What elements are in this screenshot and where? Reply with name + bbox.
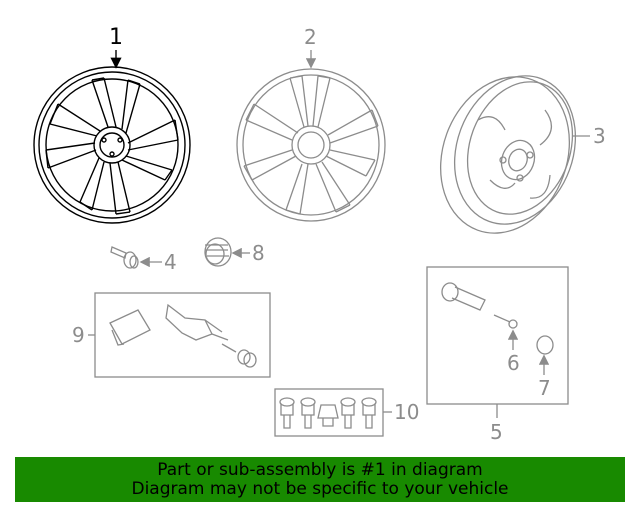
callout-9[interactable]: 9 bbox=[72, 323, 85, 347]
callout-5[interactable]: 5 bbox=[490, 420, 503, 444]
spare-wheel-part-3[interactable] bbox=[419, 59, 595, 252]
tpms-sensor-box-part-9[interactable] bbox=[94, 292, 271, 378]
callout-8[interactable]: 8 bbox=[252, 241, 265, 265]
lock-bolt-box-part-10[interactable] bbox=[274, 388, 384, 437]
callout-1[interactable]: 1 bbox=[109, 25, 123, 50]
callout-10[interactable]: 10 bbox=[394, 400, 420, 424]
wheel-part-2[interactable] bbox=[236, 68, 386, 222]
callout-4[interactable]: 4 bbox=[164, 250, 177, 274]
center-cap-part-8[interactable] bbox=[204, 237, 232, 267]
callout-6[interactable]: 6 bbox=[507, 351, 520, 375]
wheel-part-1[interactable] bbox=[33, 66, 191, 224]
lug-bolt-part-4[interactable] bbox=[110, 246, 139, 269]
banner-line-2: Diagram may not be specific to your vehi… bbox=[131, 478, 509, 499]
parts-diagram bbox=[33, 50, 595, 437]
callout-2[interactable]: 2 bbox=[304, 25, 317, 49]
callout-3[interactable]: 3 bbox=[593, 124, 606, 148]
banner-line-1: Part or sub-assembly is #1 in diagram bbox=[157, 459, 483, 480]
callout-7[interactable]: 7 bbox=[538, 376, 551, 400]
notice-banner: Part or sub-assembly is #1 in diagram Di… bbox=[15, 457, 625, 502]
